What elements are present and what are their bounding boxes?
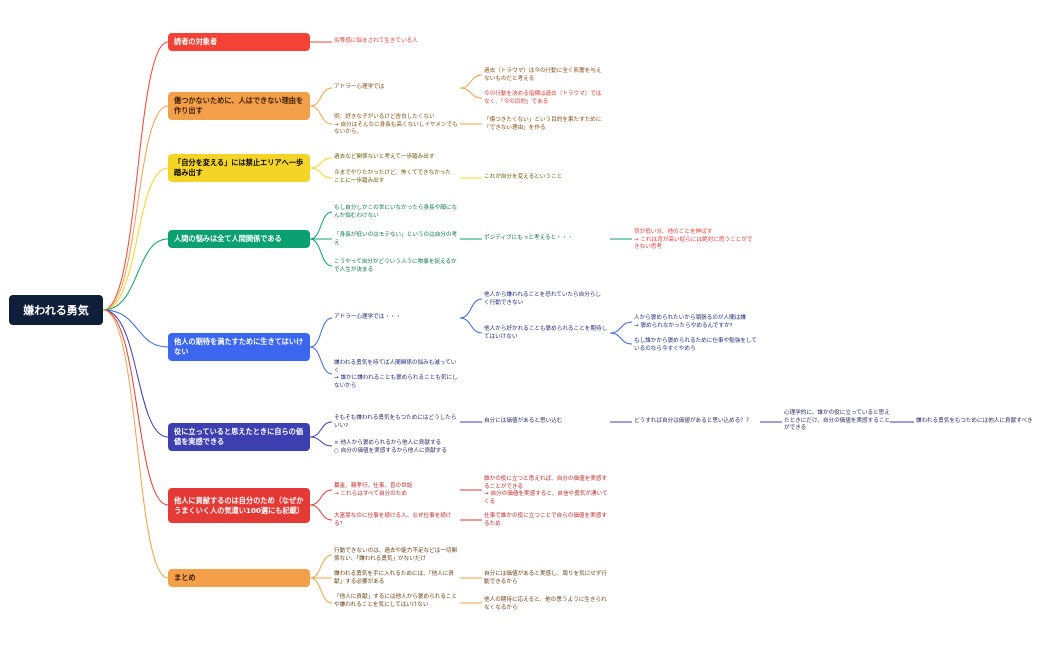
node-alone-world[interactable]: もし自分しかこの世にいなかったら身長や顔になんか悩むわけない <box>334 205 458 219</box>
node-believe-worth[interactable]: 自分には価値があると思い込む <box>484 418 563 424</box>
node-rich-keep-working[interactable]: 大富豪なのに仕事を続ける人、なぜ仕事を続ける? <box>334 513 452 527</box>
branch-self-worth[interactable]: 役に立っていると思えたときに自らの価値を実感できる <box>168 423 310 451</box>
node-reader-target-detail[interactable]: 劣等感に悩まされて生きている人 <box>334 38 418 44</box>
node-think-positive[interactable]: ポジティブにもっと考えると・・・ <box>484 235 573 241</box>
node-live-own-way[interactable]: 他人の期待に応えると、他の思うように生きられなくなるから <box>484 597 607 611</box>
node-donation-etc[interactable]: 募金、親孝行、仕事、盲の世話 → これらはすべて自分のため <box>334 483 413 497</box>
branch-others-expectation[interactable]: 他人の期待を満たすために生きてはいけない <box>168 333 310 361</box>
node-no-expect-praise[interactable]: 他人から好かれることも褒められることを期待してはいけない <box>484 326 608 340</box>
branch-step-out[interactable]: 「自分を変える」には禁止エリアへ一歩踏み出す <box>168 154 310 182</box>
node-ignore-opinions[interactable]: 「他人に貢献」するには他人から褒められることや嫌われることを気にしてはいけない <box>334 594 458 608</box>
node-fear-dislike[interactable]: 他人から嫌われることを恐れていたら自分らしく行動できない <box>484 292 602 306</box>
branch-summary[interactable]: まとめ <box>168 569 310 587</box>
node-height-opinion[interactable]: 「身長が低いのはモテない」というのは自分の考え <box>334 232 458 246</box>
node-current-purpose[interactable]: 今の行動を決める指標は過去（トラウマ）ではなく、「今の目的」である <box>484 91 602 105</box>
node-how-courage[interactable]: そもそも嫌われる勇気をもつためにはどうしたらいい? <box>334 415 457 429</box>
node-no-courage[interactable]: 行動できないのは、過去や能力不足などは一切関係ない、「嫌われる勇気」がないだけ <box>334 548 458 562</box>
node-step-forward[interactable]: 今までやりたかったけど、怖くてできなかったことに一歩踏み出す <box>334 170 452 184</box>
node-perspective[interactable]: こうやって自分がどういうふうに物事を捉えるかで人生が決まる <box>334 259 457 273</box>
node-adler-psychology-2[interactable]: アドラー心理学では・・・ <box>334 314 402 320</box>
node-change-self[interactable]: これが自分を変えるということ <box>484 174 563 180</box>
node-feel-worth-courage[interactable]: 誰かの役に立つと思えれば、自分の価値を実感することができる → 自分の価値を実感… <box>484 476 608 505</box>
node-contribute-reason[interactable]: × 他人から褒められるから他人に貢献する ○ 自分の価値を実感するから他人に貢献… <box>334 440 447 454</box>
branch-reader-target[interactable]: 読者の対象者 <box>168 33 310 51</box>
branch-contribute-self[interactable]: 他人に貢献するのは自分のため（なぜかうまくいく人の気遣い100選にも記載） <box>168 488 310 523</box>
node-example-confession[interactable]: 例：好きな子がいるけど告白したくない → 自分はそんなに身長も高くないしイケメン… <box>334 114 458 136</box>
node-courage-fewer-worries[interactable]: 嫌われる勇気を持てば人間関係の悩みも減っていく → 誰かに嫌われることも褒められ… <box>334 360 458 389</box>
node-need-contribute[interactable]: 嫌われる勇気を手に入れるためには、「他人に貢献」する必要がある <box>334 571 454 585</box>
node-how-believe[interactable]: どうすれば自分は価値があると思い込める？？ <box>634 418 752 424</box>
root-node[interactable]: 嫌われる勇気 <box>9 295 103 325</box>
node-work-for-worth[interactable]: 仕事で誰かの役に立つことで自らの価値を実感するため <box>484 513 607 527</box>
node-grow-others[interactable]: 背が低い分、他のことを伸ばす → これは背が高い奴らには絶対に思うことができない… <box>634 229 753 251</box>
branch-excuses[interactable]: 傷つかないために、人はできない理由を作り出す <box>168 92 310 120</box>
node-praise-motivation[interactable]: 人から褒められたいから頑張るのが人間は嫌 → 褒められなかったらやめるんですか? <box>634 315 746 329</box>
node-psychology-feel-worth[interactable]: 心理学的に、誰かの役に立っていると思えたときにだけ、自分の価値を実感することがで… <box>784 410 891 432</box>
branch-relationships[interactable]: 人間の悩みは全て人間関係である <box>168 230 310 248</box>
node-act-freely[interactable]: 自分には価値があると実感し、周りを気にせず行動できるから <box>484 571 608 585</box>
node-should-contribute[interactable]: 嫌われる勇気をもつためには他人に貢献すべき <box>916 418 1033 424</box>
node-adler-psychology[interactable]: アドラー心理学では <box>334 84 385 90</box>
node-stop-now[interactable]: もし誰かから褒められるために仕事や勉強をしているのなら今すぐやめろ <box>634 338 757 352</box>
node-trauma-no-effect[interactable]: 過去（トラウマ）は今の行動に全く影響を与えないものだと考える <box>484 68 602 82</box>
node-make-excuse[interactable]: 「傷つきたくない」という目的を果たすために「できない理由」を作る <box>484 117 602 131</box>
node-past-irrelevant[interactable]: 過去など関係ないと考えて一歩踏み出す <box>334 154 435 160</box>
